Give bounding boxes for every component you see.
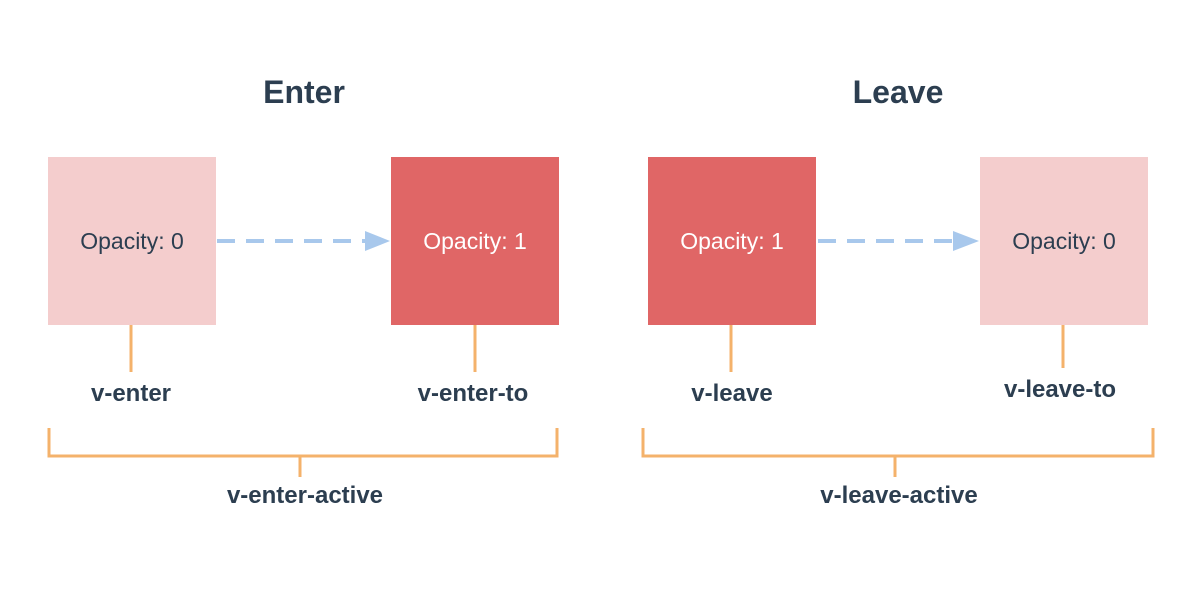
enter-from-box: Opacity: 0 xyxy=(48,157,216,325)
leave-arrow xyxy=(818,231,979,251)
leave-to-box: Opacity: 0 xyxy=(980,157,1148,325)
leave-from-box: Opacity: 1 xyxy=(648,157,816,325)
leave-active-bracket xyxy=(641,428,1155,477)
enter-from-box-text: Opacity: 0 xyxy=(80,227,184,254)
enter-title: Enter xyxy=(263,74,345,110)
enter-to-box-text: Opacity: 1 xyxy=(423,227,527,254)
leave-title: Leave xyxy=(852,74,944,110)
leave-from-box-text: Opacity: 1 xyxy=(680,227,784,254)
v-leave-active-label: v-leave-active xyxy=(820,482,978,509)
enter-active-bracket xyxy=(47,428,559,477)
leave-to-box-text: Opacity: 0 xyxy=(1012,227,1116,254)
v-enter-label: v-enter xyxy=(90,380,172,407)
v-leave-to-label: v-leave-to xyxy=(1003,376,1117,403)
v-enter-to-label: v-enter-to xyxy=(417,380,529,407)
enter-to-box: Opacity: 1 xyxy=(391,157,559,325)
v-enter-active-label: v-enter-active xyxy=(226,482,384,509)
v-leave-label: v-leave xyxy=(691,380,773,407)
enter-arrow xyxy=(217,231,390,251)
